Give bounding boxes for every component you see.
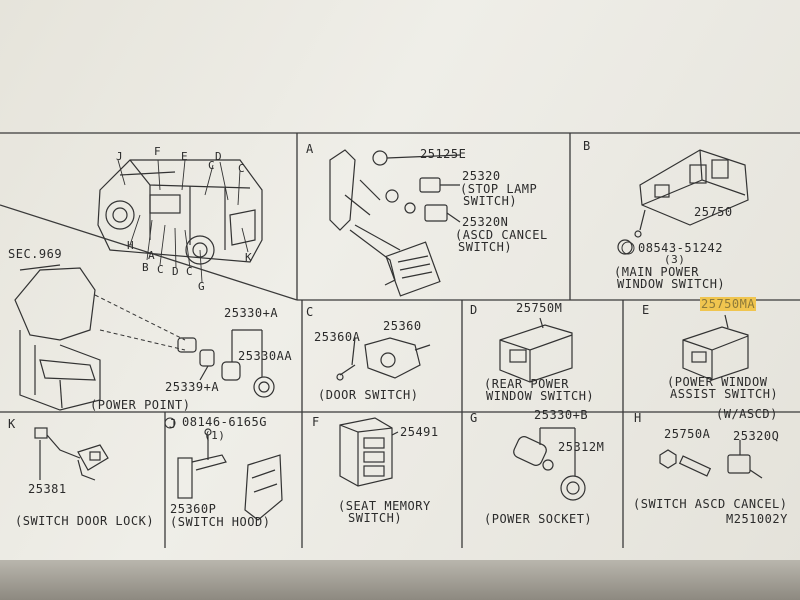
part-caption: (DOOR SWITCH) bbox=[318, 388, 419, 402]
part-caption: (POWER SOCKET) bbox=[484, 512, 593, 526]
vehicle-callout: D bbox=[215, 150, 223, 163]
vehicle-callout: B bbox=[142, 261, 150, 274]
part-number: 08146-6165G bbox=[182, 415, 267, 429]
part-number: 25320N bbox=[462, 215, 509, 229]
part-number: 25320 bbox=[462, 169, 501, 183]
vehicle-callout: G bbox=[198, 280, 206, 293]
power-socket-sketch bbox=[513, 427, 586, 501]
door-switch-sketch bbox=[336, 337, 431, 381]
door-lock-switch-sketch bbox=[34, 427, 109, 481]
part-number: 25360P bbox=[170, 502, 217, 516]
section-letter: G bbox=[470, 411, 478, 425]
monitor-bezel bbox=[0, 560, 800, 600]
part-number: 25360 bbox=[383, 319, 422, 333]
vehicle-callout: K bbox=[245, 251, 253, 264]
pedal-sketch bbox=[329, 149, 461, 297]
part-caption: SWITCH) bbox=[463, 194, 518, 208]
vehicle-callout: D bbox=[172, 265, 180, 278]
main-window-switch-sketch bbox=[617, 149, 749, 255]
vehicle-callout: C bbox=[157, 263, 165, 276]
part-number: 25750M bbox=[516, 301, 563, 315]
part-caption: WINDOW SWITCH) bbox=[617, 277, 726, 291]
vehicle-sketch bbox=[97, 159, 263, 265]
part-number: 25312M bbox=[558, 440, 605, 454]
switch-hood-sketch bbox=[177, 428, 283, 521]
vehicle-callout: J bbox=[116, 150, 124, 163]
vehicle-callout: F bbox=[154, 145, 162, 158]
section-letter: F bbox=[312, 415, 320, 429]
part-number: 25491 bbox=[400, 425, 439, 439]
section-letter: K bbox=[8, 417, 16, 431]
part-caption: (STOP LAMP bbox=[460, 182, 538, 196]
part-caption: SWITCH) bbox=[458, 240, 513, 254]
part-caption: (SEAT MEMORY bbox=[338, 499, 431, 513]
part-number: 25750A bbox=[664, 427, 711, 441]
part-number: 25360A bbox=[314, 330, 361, 344]
vehicle-callout: E bbox=[181, 150, 189, 163]
variant-note: (W/ASCD) bbox=[716, 407, 778, 421]
vehicle-callout: H bbox=[127, 239, 135, 252]
overview-diagonal bbox=[0, 204, 298, 301]
ascd-cancel-switch-sketch bbox=[659, 440, 763, 479]
part-caption: (REAR POWER bbox=[484, 377, 569, 391]
part-number: 25125E bbox=[420, 147, 467, 161]
section-letter: D bbox=[470, 303, 478, 317]
vehicle-callout: C bbox=[186, 265, 194, 278]
part-caption: ASSIST SWITCH) bbox=[670, 387, 779, 401]
part-number-highlighted: 25750MA bbox=[700, 297, 757, 311]
section-letter: A bbox=[306, 142, 314, 156]
part-number: 25339+A bbox=[165, 380, 220, 394]
part-number: 25750 bbox=[694, 205, 733, 219]
part-number: 25330+B bbox=[534, 408, 589, 422]
vehicle-callout: C bbox=[208, 159, 216, 172]
section-letter: H bbox=[634, 411, 642, 425]
section-letter: J bbox=[169, 417, 177, 431]
part-caption: (POWER WINDOW bbox=[667, 375, 768, 389]
rear-window-switch-sketch bbox=[499, 317, 573, 383]
part-number: 25320Q bbox=[733, 429, 780, 443]
part-number: 25330+A bbox=[224, 306, 279, 320]
part-caption: (ASCD CANCEL bbox=[455, 228, 548, 242]
assist-window-switch-sketch bbox=[682, 314, 749, 381]
drawing-code: M251002Y bbox=[726, 512, 788, 526]
seat-memory-switch-sketch bbox=[339, 417, 399, 487]
section-reference: SEC.969 bbox=[8, 247, 63, 261]
part-caption: WINDOW SWITCH) bbox=[486, 389, 595, 403]
part-caption: (POWER POINT) bbox=[90, 398, 191, 412]
part-number: 25330AA bbox=[238, 349, 293, 363]
part-caption: (SWITCH HOOD) bbox=[170, 515, 271, 529]
power-point-parts bbox=[177, 329, 275, 398]
vehicle-callout: A bbox=[148, 249, 156, 262]
section-letter: C bbox=[306, 305, 314, 319]
section-letter: B bbox=[583, 139, 591, 153]
part-caption: (SWITCH DOOR LOCK) bbox=[15, 514, 155, 528]
part-number: 08543-51242 bbox=[638, 241, 723, 255]
part-caption: (MAIN POWER bbox=[614, 265, 699, 279]
quantity: (1) bbox=[204, 429, 226, 442]
vehicle-callout: C bbox=[238, 162, 246, 175]
section-letter: E bbox=[642, 303, 650, 317]
part-caption: SWITCH) bbox=[348, 511, 403, 525]
part-number: 25381 bbox=[28, 482, 67, 496]
console-sketch bbox=[14, 264, 101, 411]
part-caption: (SWITCH ASCD CANCEL) bbox=[633, 497, 788, 511]
quantity: (3) bbox=[664, 253, 686, 266]
